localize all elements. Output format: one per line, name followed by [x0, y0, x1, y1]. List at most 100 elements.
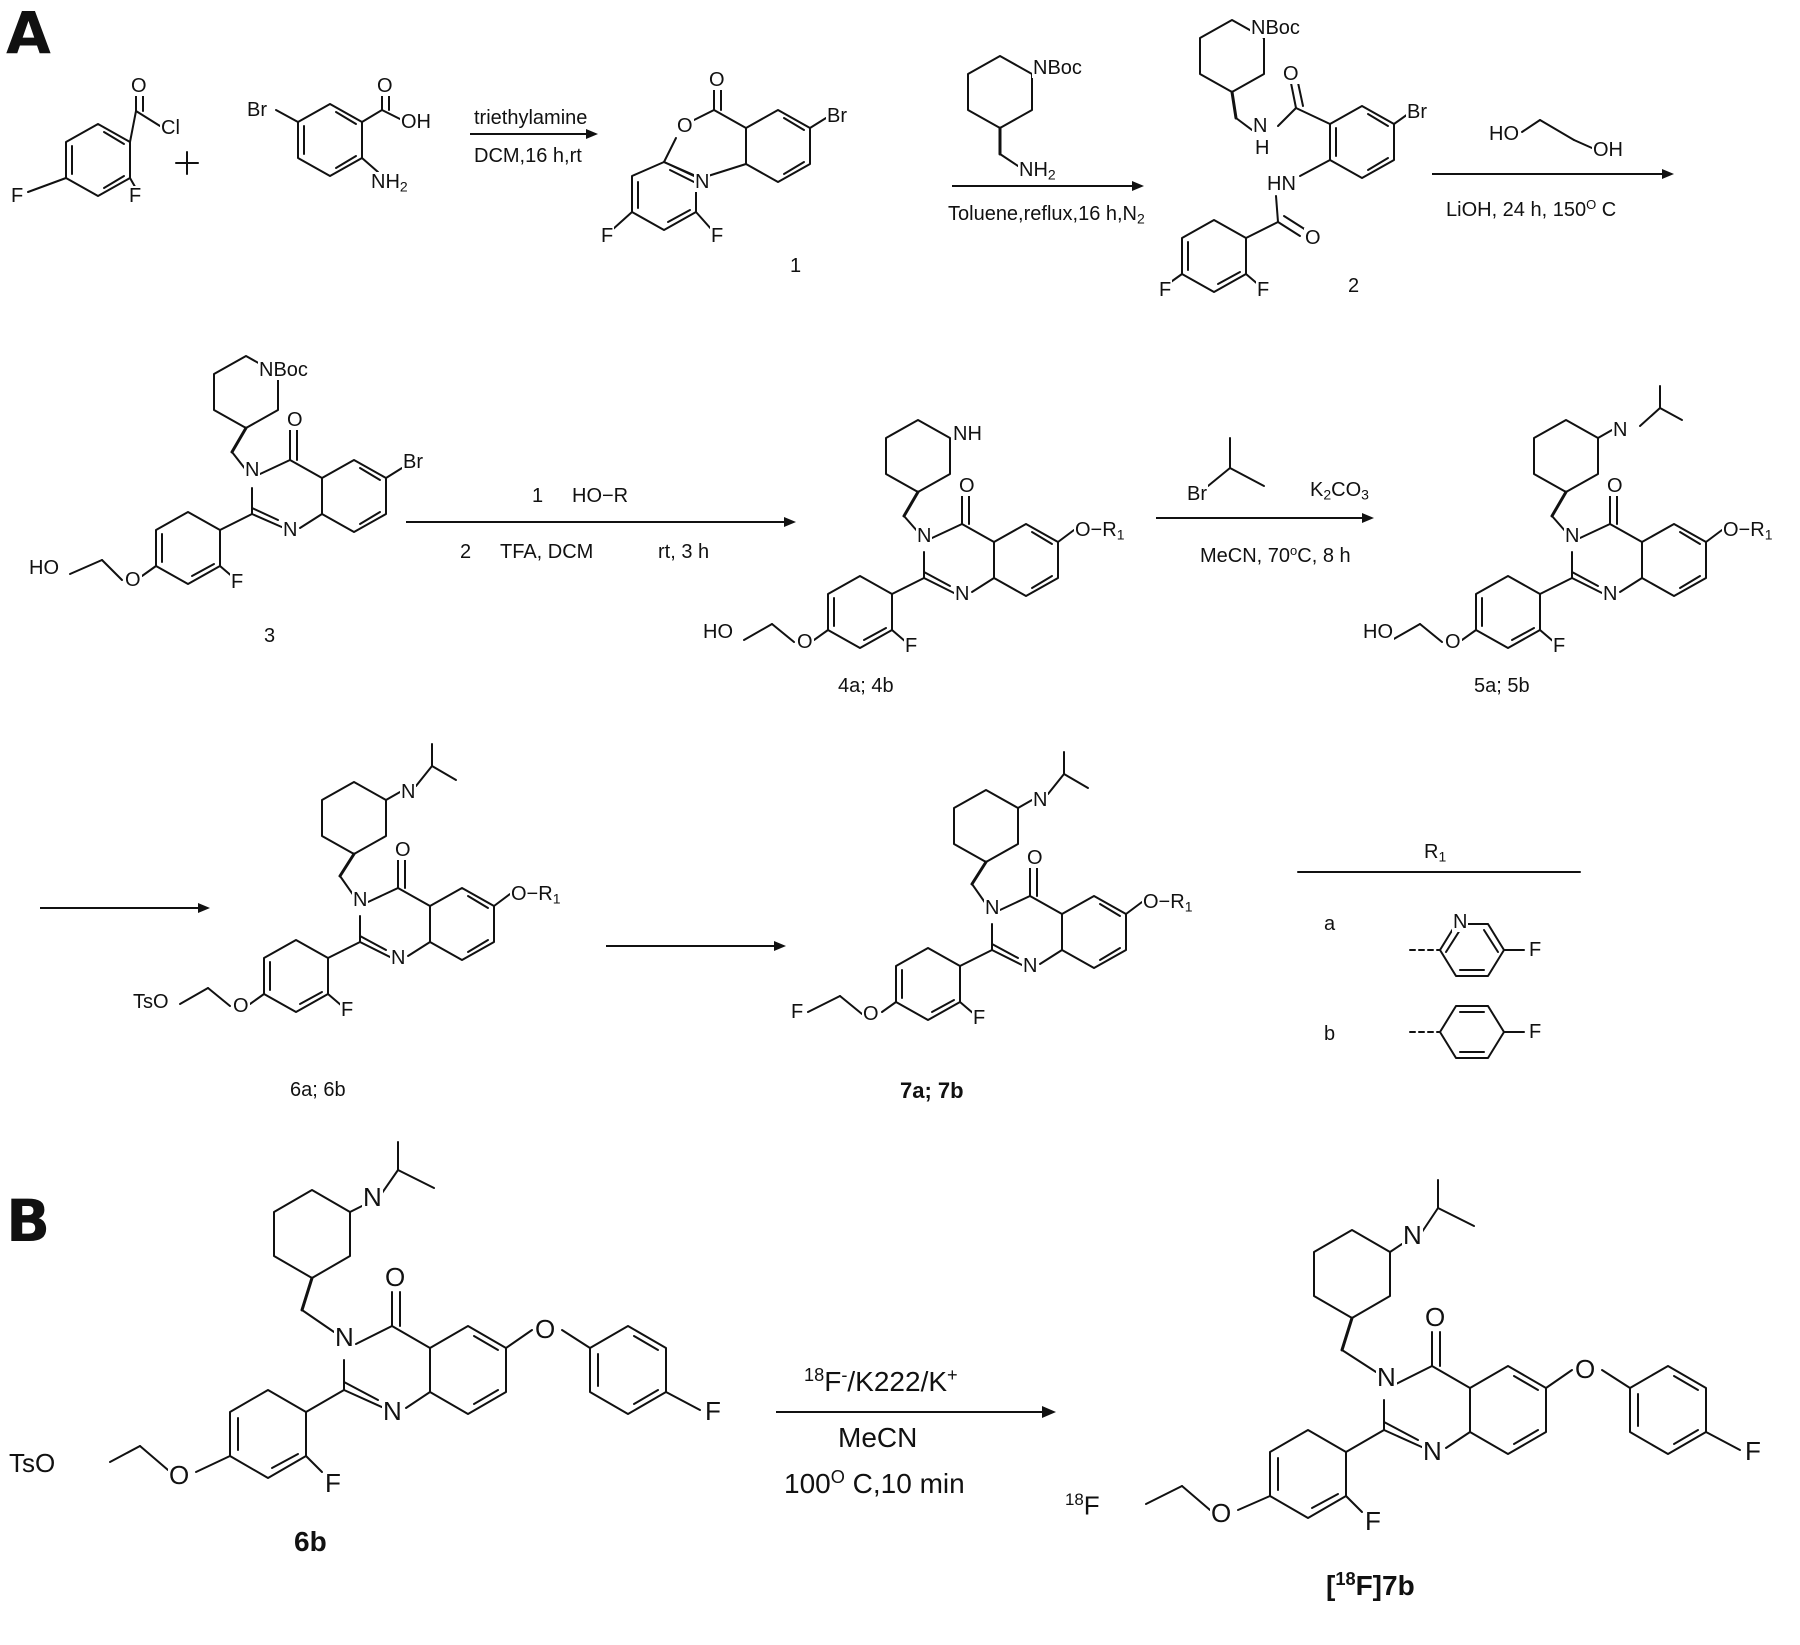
- reagent-step3-bottom: LiOH, 24 h, 150O C: [1446, 197, 1617, 222]
- atom-n: N: [1422, 1436, 1443, 1466]
- compound-label-3: 3: [264, 625, 276, 647]
- r1-table-header: R1: [1424, 841, 1447, 865]
- structure-compound-4: [743, 419, 1075, 649]
- atom-f: F: [1256, 279, 1271, 301]
- atom-f: F: [710, 225, 725, 247]
- reagent-radiolabel-conditions: 100O C,10 min: [784, 1467, 965, 1499]
- compound-label-2: 2: [1348, 275, 1360, 297]
- compound-label-5: 5a; 5b: [1474, 675, 1530, 697]
- atom-br: Br: [1406, 101, 1428, 123]
- atom-f: F: [340, 999, 355, 1021]
- atom-n: N: [382, 1396, 403, 1426]
- atom-o: O: [708, 69, 726, 91]
- atom-o: O: [232, 995, 250, 1017]
- atom-o: O: [384, 1262, 407, 1292]
- atom-oh: OH: [1592, 139, 1624, 161]
- atom-or1: O−R1: [1142, 891, 1194, 915]
- atom-f: F: [1552, 635, 1567, 657]
- structure-ethylene-glycol: [1521, 119, 1593, 149]
- atom-cl: Cl: [160, 117, 181, 139]
- atom-or1: O−R1: [1074, 519, 1126, 543]
- arrowhead-step5: [1362, 513, 1374, 523]
- atom-f: F: [790, 1001, 805, 1023]
- atom-nboc: NBoc: [1032, 57, 1083, 79]
- atom-oh: OH: [400, 111, 432, 133]
- atom-o: O: [1304, 227, 1322, 249]
- atom-n: N: [1402, 1220, 1423, 1250]
- structure-r1-fluorophenyl: [1409, 1005, 1525, 1059]
- reagent-step4-n1: 1: [532, 485, 544, 507]
- reagent-step4-top: HO−R: [572, 485, 629, 507]
- atom-f: F: [10, 185, 25, 207]
- atom-o: O: [1574, 1354, 1597, 1384]
- arrowhead-step6: [198, 903, 210, 913]
- atom-f: F: [972, 1007, 987, 1029]
- arrowhead-step7: [774, 941, 786, 951]
- atom-n: N: [244, 459, 261, 481]
- atom-o: O: [124, 569, 142, 591]
- atom-o: O: [130, 75, 148, 97]
- compound-label-6: 6a; 6b: [290, 1079, 346, 1101]
- atom-f: F: [1744, 1436, 1762, 1466]
- structure-difluorobenzoyl-chloride: [27, 87, 161, 197]
- atom-o: O: [534, 1314, 557, 1344]
- structure-18F-7b: [1145, 1179, 1741, 1519]
- atom-n: N: [352, 889, 369, 911]
- structure-isopropyl-bromide: [1207, 437, 1265, 487]
- atom-f: F: [600, 225, 615, 247]
- structure-compound-5: [1391, 385, 1723, 649]
- compound-label-1: 1: [790, 255, 802, 277]
- atom-nboc: NBoc: [258, 359, 309, 381]
- atom-h: H: [1254, 137, 1271, 159]
- arrowhead-step4: [784, 517, 796, 527]
- atom-nboc: NBoc: [1250, 17, 1301, 39]
- atom-o: O: [168, 1460, 191, 1490]
- atom-ho: HO: [1362, 621, 1394, 643]
- atom-o: O: [1424, 1302, 1447, 1332]
- compound-label-6b: 6b: [294, 1526, 327, 1557]
- atom-nh2: NH2: [1018, 159, 1057, 183]
- atom-tso: TsO: [8, 1448, 57, 1478]
- atom-br: Br: [826, 105, 848, 127]
- structure-compound-1: [611, 83, 827, 231]
- reagent-step5-base: K2CO3: [1310, 479, 1369, 503]
- atom-n: N: [282, 519, 299, 541]
- atom-o: O: [1282, 63, 1300, 85]
- atom-f: F: [324, 1468, 342, 1498]
- atom-f: F: [230, 571, 245, 593]
- atom-or1: O−R1: [510, 883, 562, 907]
- atom-n: N: [1612, 419, 1629, 441]
- compound-label-7: 7a; 7b: [900, 1078, 964, 1103]
- atom-n: N: [400, 781, 417, 803]
- atom-f: F: [1158, 279, 1173, 301]
- atom-o: O: [394, 839, 412, 861]
- atom-ho: HO: [702, 621, 734, 643]
- structure-compound-2: [1167, 19, 1409, 293]
- atom-o: O: [676, 115, 694, 137]
- reagent-step5-bottom: MeCN, 70oC, 8 h: [1200, 543, 1351, 568]
- atom-n: N: [1602, 583, 1619, 605]
- reagent-step4-time: rt, 3 h: [658, 541, 710, 563]
- reagent-step1-top: triethylamine: [474, 107, 588, 129]
- atom-hn: HN: [1266, 173, 1297, 195]
- atom-o: O: [1606, 475, 1624, 497]
- atom-tso: TsO: [132, 991, 170, 1013]
- panel-label-b: B: [6, 1187, 51, 1255]
- atom-n: N: [362, 1182, 383, 1212]
- structure-compound-3: [69, 355, 403, 585]
- atom-n: N: [694, 171, 711, 193]
- structure-aminobromobenzoic-acid: [275, 87, 403, 177]
- atom-ho: HO: [28, 557, 60, 579]
- compound-label-18F-7b: [18F]7b: [1326, 1569, 1415, 1601]
- atom-br: Br: [402, 451, 424, 473]
- atom-n: N: [1376, 1362, 1397, 1392]
- reagent-step2-bottom: Toluene,reflux,16 h,N2: [948, 203, 1145, 227]
- atom-18f: 18F: [1064, 1490, 1101, 1521]
- atom-ho: HO: [1488, 123, 1520, 145]
- atom-o: O: [796, 631, 814, 653]
- atom-or1: O−R1: [1722, 519, 1774, 543]
- atom-br: Br: [1186, 483, 1208, 505]
- r1-row-b: b: [1324, 1023, 1336, 1045]
- atom-nh2: NH2: [370, 171, 409, 195]
